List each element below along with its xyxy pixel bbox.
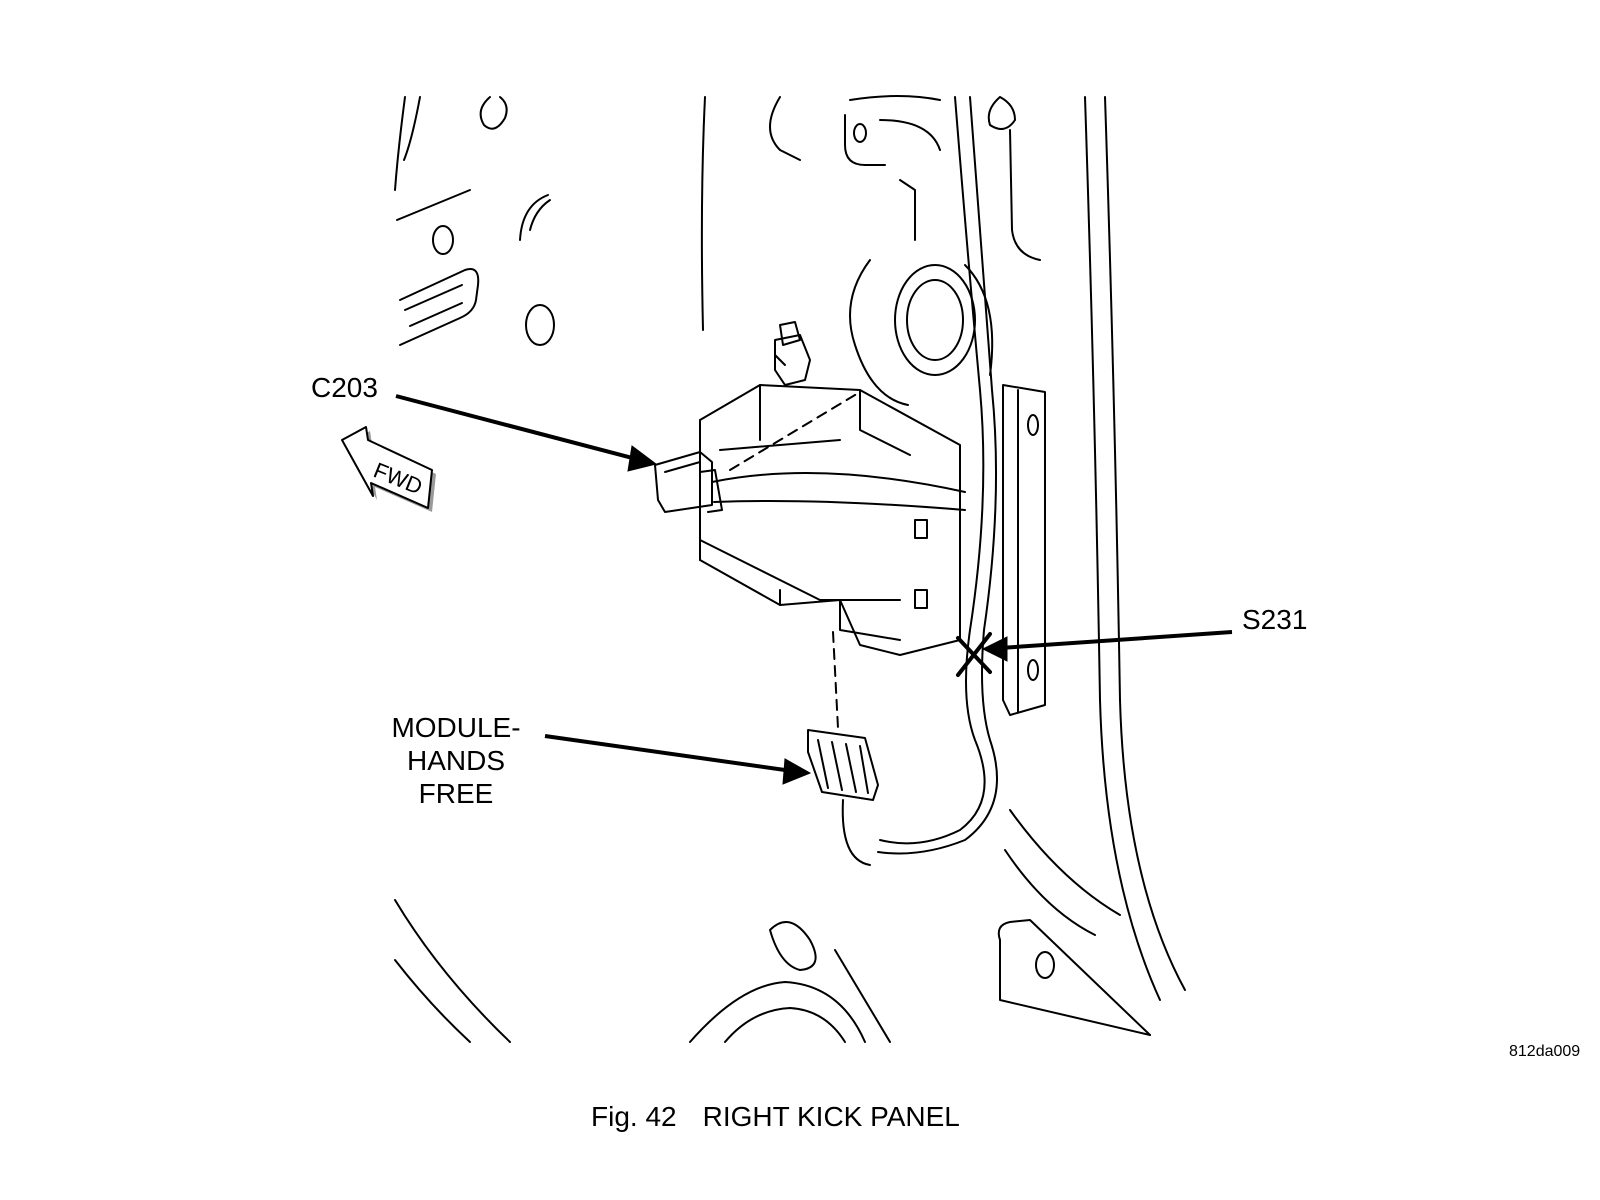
splice-x-mark (956, 632, 992, 677)
figure-caption: Fig. 42 RIGHT KICK PANEL (591, 1101, 960, 1133)
c203-leader-arrow (395, 394, 641, 462)
module-label-line-2: HANDS (406, 745, 505, 776)
s231-label: S231 (1242, 604, 1308, 635)
module-leader-arrow (544, 734, 793, 773)
s231-leader-arrow (999, 630, 1233, 650)
hands-free-module (699, 321, 961, 656)
module-label-line-1: MODULE- (391, 712, 521, 743)
leader-arrows (395, 394, 1233, 785)
c203-label: C203 (311, 372, 378, 403)
module-connector (807, 729, 879, 866)
figure-number: Fig. 42 (591, 1101, 677, 1132)
figure-id: 812da009 (1509, 1043, 1581, 1060)
body-panel-outline (394, 95, 1186, 1043)
c203-connector (654, 451, 966, 513)
module-hands-free-label: MODULE- HANDS FREE (380, 711, 532, 810)
pillar-bracket (1002, 384, 1046, 716)
figure-title: RIGHT KICK PANEL (702, 1101, 960, 1132)
module-label-line-3: FREE (418, 778, 494, 809)
mounting-guide-lines (729, 391, 861, 729)
fwd-arrow: FWD (341, 426, 436, 512)
pillar-harness (877, 96, 998, 855)
